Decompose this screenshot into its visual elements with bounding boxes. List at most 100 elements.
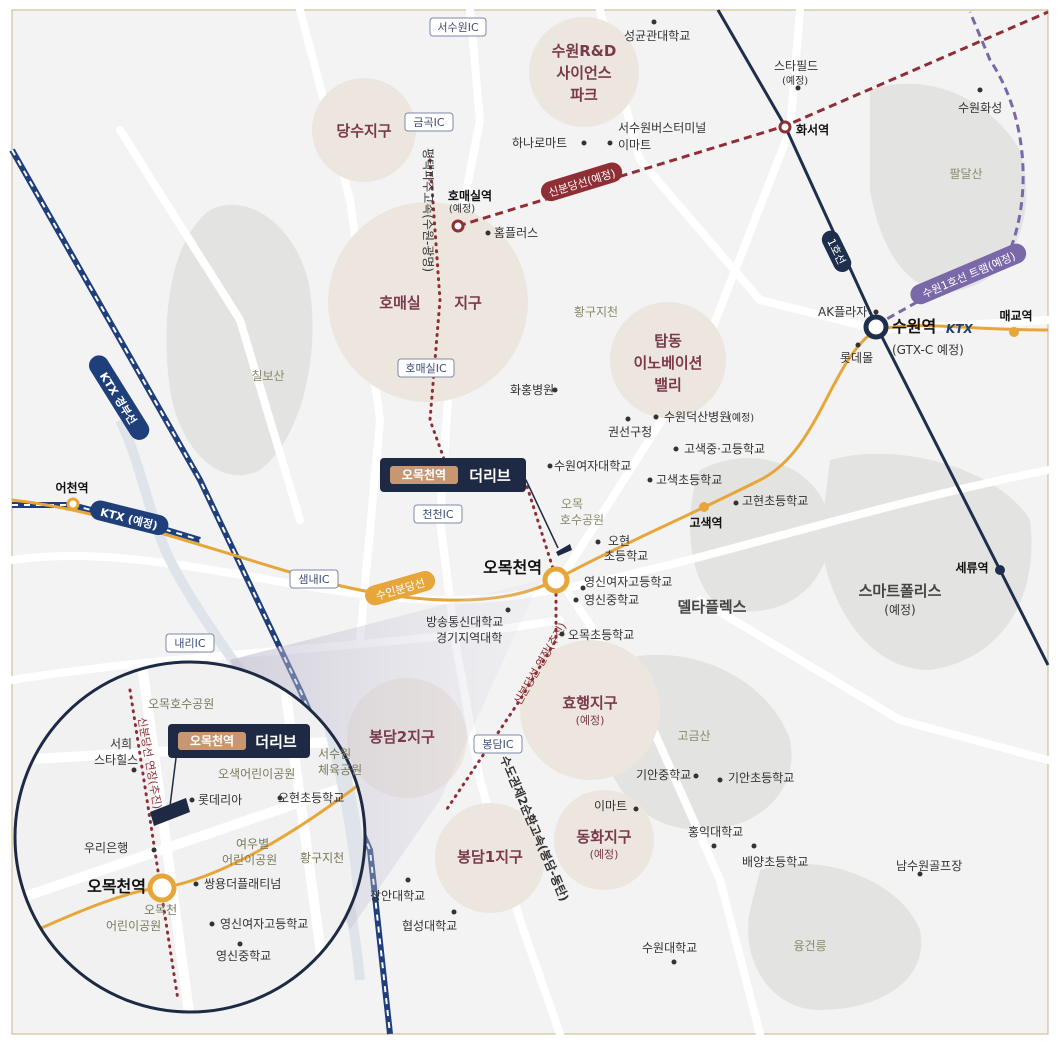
ic-seosuwon: 서수원IC <box>429 17 487 37</box>
station-eocheon: 어천역 <box>55 480 88 495</box>
station-homaesil-sub: (예정) <box>449 203 475 215</box>
ic-geumgok-label: 금곡IC <box>413 116 444 129</box>
callout-tag: 오목천역 <box>402 467 446 482</box>
zone-hyohaeng: 효행지구 <box>562 694 617 712</box>
label-omok-park-line1: 오목 <box>561 497 583 511</box>
station-homaesil: 호매실역 <box>448 188 492 203</box>
station-markers: 오목천역 수원역 (GTX-C 예정) KTX 화서역 호매실역 (예정) 고색… <box>55 120 1033 594</box>
poi-yeongsin-girls-high: 영신여자고등학교 <box>584 575 672 589</box>
poi-ohyeon-line1: 오현 <box>608 534 630 548</box>
zone-hyohaeng-sub: (예정) <box>576 714 605 727</box>
zone-circles <box>312 17 726 913</box>
site-callout[interactable]: 오목천역 더리브 <box>380 458 572 556</box>
poi-hanaro: 하나로마트 <box>512 136 567 150</box>
inset-ssangyong: 쌍용더플래티넘 <box>204 877 281 891</box>
zone-donghwa: 동화지구 <box>576 828 631 846</box>
label-gogeumsan: 고금산 <box>677 729 710 743</box>
zone-tapdong-line2: 이노베이션 <box>633 354 702 372</box>
poi-gosaek-elem: 고색초등학교 <box>656 473 722 487</box>
inset-omokcheon-park-line1: 오목천 <box>144 902 177 917</box>
poi-bus-terminal: 서수원버스터미널 <box>618 121 706 135</box>
station-maegyo: 매교역 <box>999 308 1032 323</box>
poi-giann-middle: 기안중학교 <box>636 768 691 782</box>
zone-tapdong-line1: 탑동 <box>654 332 682 350</box>
district-labels: 델타플렉스 스마트폴리스 (예정) <box>677 582 941 617</box>
zone-tapdong-line3: 밸리 <box>654 376 682 394</box>
poi-suwon-univ: 수원대학교 <box>642 941 697 955</box>
inset-yeouubyeol-line2: 어린이공원 <box>222 853 277 867</box>
poi-omok-elem: 오목초등학교 <box>568 628 634 642</box>
poi-namsuwon-golf: 남수원골프장 <box>896 859 962 873</box>
zone-rnd-line1: 수원R&D <box>552 42 617 60</box>
poi-ohyeon-line2: 초등학교 <box>604 549 648 563</box>
label-delta-plex: 델타플렉스 <box>677 598 746 616</box>
site-building-icon <box>556 544 572 556</box>
poi-suwonhwaseong: 수원화성 <box>958 101 1002 115</box>
ic-markers: 서수원IC 금곡IC 호매실IC 천천IC 샘내IC 내리IC 봉담IC <box>165 17 523 754</box>
zone-dangsu: 당수지구 <box>336 122 391 140</box>
zone-rnd-line2: 사이언스 <box>556 64 611 82</box>
inset-woori-bank: 우리은행 <box>84 840 128 855</box>
label-smart-polis: 스마트폴리스 <box>859 582 942 600</box>
label-smart-polis-sub: (예정) <box>884 603 915 617</box>
station-gosaek: 고색역 <box>689 515 722 530</box>
ic-saemnae-label: 샘내IC <box>298 573 329 586</box>
poi-yeongsin-middle: 영신중학교 <box>584 593 639 607</box>
poi-ak-plaza: AK플라자 <box>818 305 867 319</box>
zone-rnd-line3: 파크 <box>570 86 598 104</box>
poi-suwon-women-univ: 수원여자대학교 <box>554 459 631 473</box>
zone-bongdam1: 봉담1지구 <box>457 848 523 866</box>
poi-starfield-sub: (예정) <box>782 75 808 87</box>
ktx-icon: KTX <box>946 322 973 336</box>
zone-bongdam2: 봉담2지구 <box>369 728 435 746</box>
station-omokcheon: 오목천역 <box>483 558 542 577</box>
zone-homaesil-a: 호매실 <box>379 294 420 312</box>
station-suwon-sub: (GTX-C 예정) <box>892 343 964 357</box>
poi-emart-south: 이마트 <box>594 799 627 813</box>
inset-lotteria: 롯데리아 <box>198 793 242 807</box>
inset-yeongsin-middle: 영신중학교 <box>216 949 271 963</box>
inset-seohui-line1: 서희 <box>110 737 132 751</box>
pyeongtaek-expressway-route <box>428 158 450 472</box>
poi-jangan: 장안대학교 <box>370 889 425 903</box>
poi-hongik: 홍익대학교 <box>688 825 743 839</box>
ic-seosuwon-label: 서수원IC <box>437 21 479 34</box>
ic-homaesil-label: 호매실IC <box>405 362 447 375</box>
ic-bongdam-label: 봉담IC <box>482 738 513 751</box>
poi-lotte-mall: 롯데몰 <box>840 351 873 365</box>
poi-broadcasting-line1: 방송통신대학교 <box>426 615 503 629</box>
label-yunggeolleung: 융건릉 <box>793 939 826 953</box>
inset-building-icon <box>150 798 190 826</box>
inset-station-omokcheon: 오목천역 <box>87 877 146 896</box>
ic-naeri-label: 내리IC <box>174 637 205 650</box>
inset-callout[interactable]: 오목천역 더리브 <box>168 724 310 807</box>
poi-deoksan: 수원덕산병원 <box>664 410 730 424</box>
zone-homaesil-b: 지구 <box>454 294 482 312</box>
inset-omok-lake-park: 오목호수공원 <box>148 697 214 711</box>
label-hwanggu-stream: 황구지천 <box>574 304 618 319</box>
label-omok-park-line2: 호수공원 <box>560 513 604 527</box>
poi-hyupsung: 협성대학교 <box>402 919 457 933</box>
poi-deoksan-sub: (예정) <box>728 412 754 424</box>
ic-cheoncheon: 천천IC <box>413 504 463 524</box>
label-paldalsan: 팔달산 <box>949 167 982 181</box>
poi-giann-elem: 기안초등학교 <box>728 771 794 785</box>
poi-homeplus: 홈플러스 <box>494 226 538 240</box>
poi-hwahong: 화홍병원 <box>510 383 554 397</box>
poi-starfield: 스타필드 <box>774 59 818 73</box>
ic-homaesil: 호매실IC <box>397 358 455 378</box>
inset-omokcheon-park-line2: 어린이공원 <box>106 919 161 933</box>
inset-hwanggu: 황구지천 <box>300 850 344 865</box>
station-hwaseo: 화서역 <box>796 122 829 137</box>
poi-gwonseon: 권선구청 <box>608 425 652 439</box>
ic-cheoncheon-label: 천천IC <box>422 507 453 521</box>
inset-sports-line1: 서수원 <box>318 747 351 761</box>
ic-saemnae: 샘내IC <box>289 569 339 589</box>
inset-callout-tag: 오목천역 <box>190 733 234 748</box>
station-seryu: 세류역 <box>955 560 988 575</box>
zone-labels: 당수지구 수원R&D 사이언스 파크 호매실 지구 탑동 이노베이션 밸리 효행… <box>336 42 702 866</box>
poi-sungkyunkwan: 성균관대학교 <box>624 29 690 43</box>
inset-beam <box>230 580 540 930</box>
